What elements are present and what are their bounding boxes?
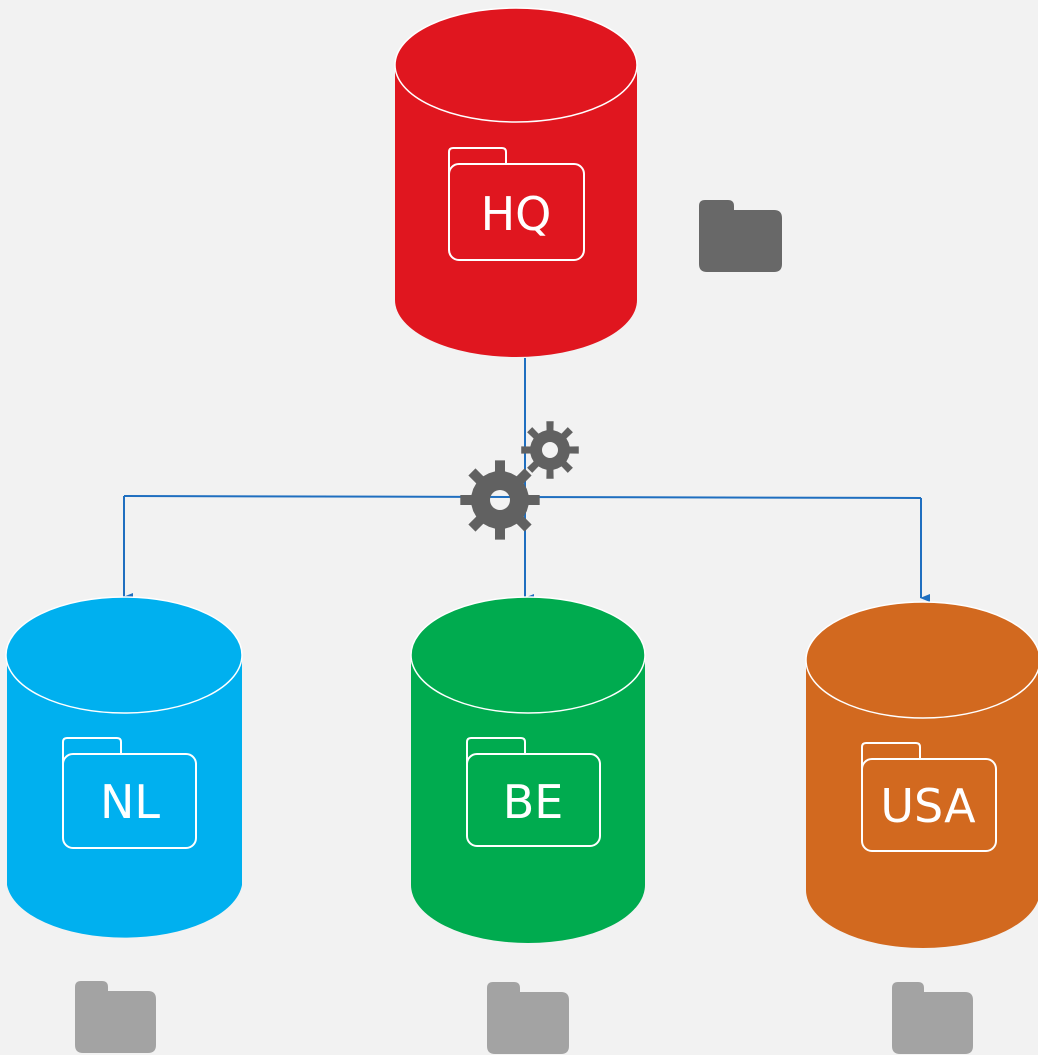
- database-icon: [395, 65, 637, 357]
- folder-icon: [448, 147, 585, 261]
- database-icon: [7, 655, 242, 938]
- database-top: [5, 596, 243, 714]
- database-nl: NL: [5, 596, 243, 938]
- database-label: NL: [100, 775, 160, 829]
- database-top: [410, 596, 646, 714]
- folder-icon: [487, 982, 569, 1054]
- database-usa: USA: [805, 601, 1038, 948]
- database-icon: [806, 660, 1038, 948]
- database-label: USA: [880, 779, 976, 833]
- database-label: HQ: [481, 187, 552, 241]
- folder-icon: [62, 737, 197, 849]
- gear-shape: [460, 460, 540, 540]
- database-label: BE: [503, 775, 564, 829]
- database-top: [394, 7, 638, 123]
- folder-icon: [892, 982, 973, 1054]
- folder-icon: [699, 200, 782, 272]
- gear-icon: [460, 460, 540, 540]
- database-icon: [411, 655, 645, 943]
- folder-icon: [466, 737, 601, 847]
- gear-shape: [521, 421, 579, 479]
- gear-icon: [521, 421, 579, 479]
- database-hq: HQ: [394, 7, 638, 357]
- folder-icon: [75, 981, 156, 1053]
- database-be: BE: [410, 596, 646, 943]
- folder-icon: [861, 742, 997, 852]
- database-top: [805, 601, 1038, 719]
